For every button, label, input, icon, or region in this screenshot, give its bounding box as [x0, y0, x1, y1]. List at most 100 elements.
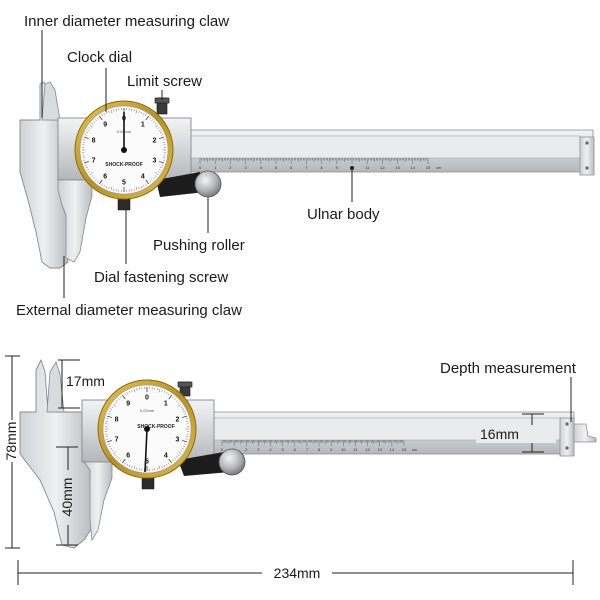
dial-tick [118, 458, 120, 460]
dim-label-total-height: 78mm [3, 422, 19, 461]
dial-number: 0 [145, 395, 149, 402]
dial-number: 1 [141, 122, 145, 129]
dial-tick [160, 131, 163, 134]
dial-tick [135, 110, 138, 114]
dim-label-inner-jaw: 17mm [66, 373, 105, 389]
scale-number: 3 [244, 165, 247, 170]
dial-tick [108, 410, 111, 413]
label-external-claw: External diameter measuring claw [16, 302, 242, 319]
scale-number: 0 [199, 165, 202, 170]
dial-tick [184, 443, 187, 445]
dial-tick [145, 115, 149, 121]
dial-tick [103, 184, 105, 187]
dial-tick [93, 177, 95, 179]
dial-tick [114, 402, 117, 404]
scale-number: 5 [282, 447, 285, 452]
dial-tick [181, 448, 184, 450]
dial-tick [131, 389, 133, 392]
depth-rod [573, 423, 597, 443]
dial-tick [126, 392, 128, 395]
dial-tick [110, 408, 113, 410]
scale-number: 11 [365, 165, 370, 170]
dial-shockproof-label-bottom: SHOCK-PROOF [137, 424, 175, 430]
dim-inner-jaw: 17mm [58, 359, 105, 409]
dial-tick [85, 166, 88, 169]
dial-tick [108, 445, 111, 448]
dial-tick [128, 465, 131, 468]
scale-number: 15 [426, 165, 431, 170]
dial-tick [158, 389, 161, 393]
dial-tick [158, 169, 161, 171]
dial-tick [154, 123, 157, 125]
dial-tick [133, 465, 136, 469]
dial-tick [143, 113, 145, 116]
scale-number: 13 [378, 447, 383, 452]
dial-tick [158, 129, 161, 131]
dial-tick [160, 166, 163, 169]
dial-tick [85, 131, 88, 134]
dial-tick [122, 458, 126, 464]
dial-tick [153, 177, 155, 179]
dial-tick [91, 175, 94, 177]
dial-tick [97, 117, 99, 120]
scale-number: 8 [318, 447, 321, 452]
sliding-jaw-bottom [83, 461, 113, 542]
dim-label-depth-rod: 16mm [480, 426, 519, 442]
dial-tick [168, 394, 172, 400]
dial-tick [124, 393, 126, 396]
dial-tick [143, 184, 145, 187]
dial-tick [149, 180, 151, 183]
inner-claw-top-slider [41, 81, 61, 121]
dial-number: 9 [103, 122, 107, 129]
dial-tick [177, 402, 180, 404]
dial-tick [177, 454, 180, 456]
dial-tick [138, 187, 140, 190]
dial-number: 9 [126, 401, 130, 408]
dial-tick [118, 398, 120, 400]
dial-tick [110, 186, 113, 190]
pushing-roller-top [194, 170, 222, 198]
dial-tick [89, 172, 93, 175]
dial-tick [110, 110, 113, 114]
dial-tick [181, 408, 184, 410]
dial-tick [145, 183, 147, 186]
dial-number: 6 [103, 173, 107, 180]
dial-number: 3 [175, 436, 179, 443]
dial-number: 8 [92, 138, 96, 145]
dial-number: 8 [115, 417, 119, 424]
scale-number: 14 [390, 447, 395, 452]
dial-tick [108, 187, 110, 190]
dial-tick [124, 462, 126, 465]
scale-number: 2 [245, 447, 248, 452]
dial-tick [107, 443, 110, 445]
dial-tick [114, 454, 117, 456]
dial-tick [168, 462, 170, 465]
dial-tick [184, 413, 187, 415]
dial-tick [157, 127, 160, 129]
dial-tick [166, 392, 168, 395]
dial-tick [105, 111, 108, 114]
scale-number: 0 [221, 447, 224, 452]
scale-number: 13 [395, 165, 400, 170]
dim-total-height: 78mm [3, 355, 20, 549]
dial-number: 1 [164, 401, 168, 408]
dial-number: 3 [152, 157, 156, 164]
scale-number: 3 [257, 447, 260, 452]
dial-tick [151, 119, 153, 121]
label-depth-measurement: Depth measurement [440, 360, 577, 377]
scale-number: 9 [330, 447, 333, 452]
dial-tick [133, 389, 136, 393]
dial-tick [106, 440, 112, 443]
dial-tick [161, 164, 164, 166]
dial-shockproof-label: SHOCK-PROOF [105, 162, 143, 168]
dial-number: 7 [92, 157, 96, 164]
dial-tick [116, 456, 118, 458]
label-ulnar-body: Ulnar body [307, 206, 380, 223]
dial-tick [168, 458, 172, 464]
roller-bracket-bottom [178, 452, 230, 476]
label-dial-screw: Dial fastening screw [94, 269, 228, 286]
dial-tick [135, 186, 138, 190]
beam-top-endcap [579, 136, 595, 176]
